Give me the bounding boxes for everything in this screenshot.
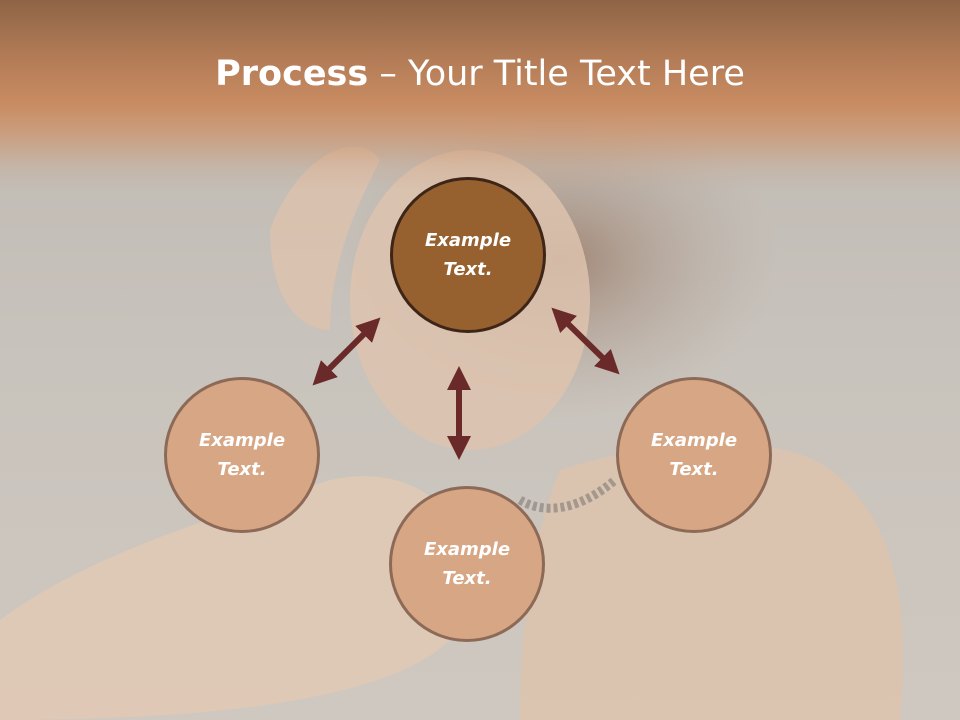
circle-bottom[interactable]: Example Text.: [389, 486, 545, 642]
circle-top[interactable]: Example Text.: [390, 177, 546, 333]
circle-top-line2: Text.: [443, 259, 493, 280]
circle-bottom-line1: Example: [423, 539, 511, 560]
circle-bottom-text: Example Text.: [412, 535, 522, 593]
circle-right-line2: Text.: [669, 459, 719, 480]
necklace-shape: [517, 476, 618, 513]
circle-left-line1: Example: [198, 430, 286, 451]
double-arrow-icon: [312, 317, 381, 386]
title-rest: – Your Title Text Here: [368, 54, 745, 94]
double-arrow-icon: [551, 307, 620, 375]
circle-right-line1: Example: [650, 430, 738, 451]
circle-left[interactable]: Example Text.: [164, 377, 320, 533]
forearm-shape: [0, 476, 472, 720]
title-bold: Process: [215, 54, 369, 94]
circle-top-line1: Example: [424, 230, 512, 251]
circle-right-text: Example Text.: [639, 426, 749, 484]
circle-top-text: Example Text.: [413, 226, 523, 284]
circle-right[interactable]: Example Text.: [616, 377, 772, 533]
slide-title: Process – Your Title Text Here: [0, 52, 960, 96]
circle-bottom-line2: Text.: [442, 568, 492, 589]
circle-left-line2: Text.: [217, 459, 267, 480]
circle-left-text: Example Text.: [187, 426, 297, 484]
shoulder-shape: [520, 443, 904, 720]
raised-arm-shape: [270, 146, 380, 330]
title-band: [0, 0, 960, 190]
